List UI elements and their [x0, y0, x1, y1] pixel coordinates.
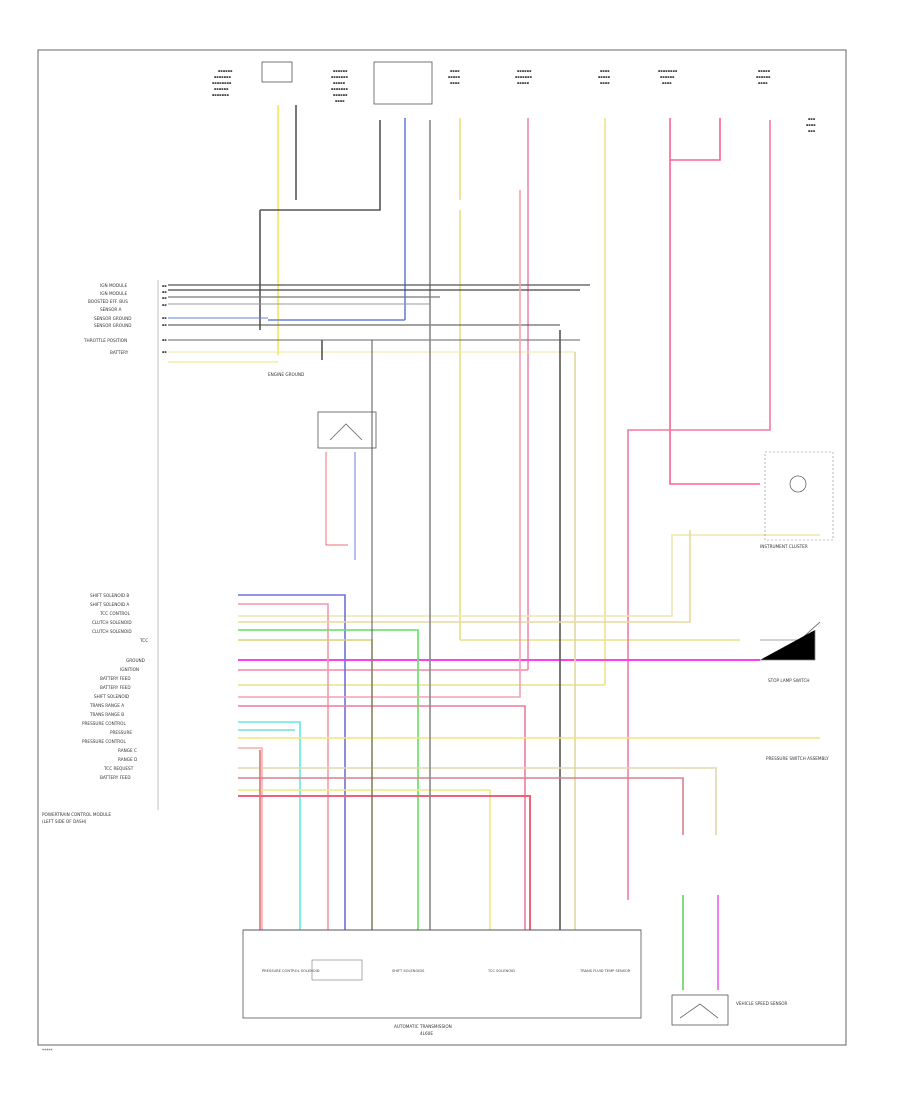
pin-label: SHIFT SOLENOID [94, 694, 129, 699]
top-labels: ▪▪▪▪▪▪▪▪▪▪▪▪▪▪▪▪▪▪▪▪▪▪▪▪▪▪▪▪▪▪▪▪▪▪ ▪▪▪▪▪… [212, 61, 816, 133]
shift-solenoid-label: SHIFT SOLENOIDS [392, 969, 425, 973]
engine-ground-caption: ENGINE GROUND [268, 372, 304, 377]
svg-text:▪▪▪: ▪▪▪ [808, 129, 816, 133]
pin-label: BATTERY FEED [100, 676, 131, 681]
wires [168, 105, 820, 990]
svg-text:▪▪▪▪▪▪: ▪▪▪▪▪▪ [756, 75, 771, 79]
svg-text:▪▪▪▪: ▪▪▪▪ [806, 123, 816, 127]
svg-text:▪▪▪▪▪: ▪▪▪▪▪ [448, 75, 461, 79]
vehicle-speed-sensor: VEHICLE SPEED SENSOR [671, 994, 788, 1026]
pin-label: IGNITION [120, 667, 139, 672]
svg-text:▪▪▪▪: ▪▪▪▪ [335, 99, 345, 103]
pin-label: CLUTCH SOLENOID [92, 620, 132, 625]
upper-pin-labels: IGN MODULE IGN MODULE BOOSTED EFF. BUS S… [83, 283, 132, 355]
pin-label: BOOSTED EFF. BUS [88, 299, 128, 304]
tft-sensor-label: TRANS FLUID TEMP SENSOR [579, 969, 631, 973]
svg-text:▪▪▪▪▪▪: ▪▪▪▪▪▪ [517, 69, 532, 73]
svg-text:▪▪▪▪: ▪▪▪▪ [450, 81, 460, 85]
svg-text:▪▪▪▪▪: ▪▪▪▪▪ [333, 81, 346, 85]
svg-text:▪▪▪▪▪▪▪▪: ▪▪▪▪▪▪▪▪ [212, 81, 232, 85]
svg-text:▪▪▪▪▪▪: ▪▪▪▪▪▪ [660, 75, 675, 79]
stop-lamp-switch: STOP LAMP SWITCH [760, 621, 821, 683]
pin-label: SHIFT SOLENOID B [90, 593, 129, 598]
svg-text:▪▪▪▪▪: ▪▪▪▪▪ [598, 75, 611, 79]
speed-sensor-caption: VEHICLE SPEED SENSOR [736, 1001, 788, 1006]
svg-text:▪▪: ▪▪ [162, 296, 167, 300]
diagram-border [37, 49, 847, 1046]
svg-text:▪▪▪▪: ▪▪▪▪ [662, 81, 672, 85]
pin-label: GROUND [126, 658, 145, 663]
throttle-sensor [317, 411, 377, 560]
stop-lamp-caption: STOP LAMP SWITCH [768, 678, 810, 683]
pin-label: PRESSURE [110, 730, 132, 735]
pin-label: SENSOR GROUND [94, 316, 132, 321]
pin-label: PRESSURE CONTROL [82, 721, 126, 726]
pin-label: PRESSURE CONTROL [82, 739, 126, 744]
pin-label: TRANS RANGE A [89, 703, 124, 708]
pin-label: RANGE D [118, 757, 137, 762]
pin-label: RANGE C [118, 748, 137, 753]
svg-text:▪▪▪▪▪▪▪: ▪▪▪▪▪▪▪ [214, 75, 232, 79]
transmission-sub: 4L60E [420, 1031, 433, 1036]
svg-text:▪▪: ▪▪ [162, 323, 167, 327]
cluster-caption: INSTRUMENT CLUSTER [760, 544, 808, 549]
svg-text:▪▪▪▪▪: ▪▪▪▪▪ [517, 81, 530, 85]
svg-text:▪▪: ▪▪ [162, 303, 167, 307]
svg-text:▪▪▪▪▪▪: ▪▪▪▪▪▪ [333, 69, 348, 73]
pin-label: BATTERY [110, 350, 129, 355]
svg-text:▪▪▪▪: ▪▪▪▪ [450, 69, 460, 73]
pin-label: TCC CONTROL [99, 611, 131, 616]
svg-text:▪▪: ▪▪ [162, 316, 167, 320]
tcc-solenoid-label: TCC SOLENOID [487, 969, 515, 973]
transmission-block: PRESSURE CONTROL SOLENOID SHIFT SOLENOID… [242, 929, 642, 1036]
figure-id: ***** [42, 1048, 52, 1053]
svg-text:▪▪▪▪▪: ▪▪▪▪▪ [758, 69, 771, 73]
pcm-pin-block: ▪▪ ▪▪ ▪▪ ▪▪ ▪▪ ▪▪ ▪▪ ▪▪ [157, 280, 167, 810]
pressure-solenoid-label: PRESSURE CONTROL SOLENOID [262, 969, 320, 973]
instrument-cluster: INSTRUMENT CLUSTER [760, 451, 834, 549]
pin-label: TRANS RANGE B [89, 712, 124, 717]
pin-label: IGN MODULE [100, 291, 127, 296]
svg-text:▪▪: ▪▪ [162, 350, 167, 354]
pin-label: BATTERY FEED [100, 775, 131, 780]
pin-label: BATTERY FEED [100, 685, 131, 690]
pcm-caption: POWERTRAIN CONTROL MODULE [42, 812, 111, 817]
connector-box [373, 61, 433, 105]
svg-text:▪▪▪▪: ▪▪▪▪ [758, 81, 768, 85]
pressure-switch-box [311, 959, 363, 981]
svg-text:▪▪▪▪▪▪▪: ▪▪▪▪▪▪▪ [331, 75, 349, 79]
svg-text:▪▪▪▪▪▪▪▪: ▪▪▪▪▪▪▪▪ [658, 69, 678, 73]
svg-text:▪▪: ▪▪ [162, 284, 167, 288]
pin-label: TCC [139, 638, 148, 643]
svg-text:▪▪▪▪: ▪▪▪▪ [600, 69, 610, 73]
pin-label: SENSOR A [100, 307, 122, 312]
svg-text:▪▪▪▪▪▪▪: ▪▪▪▪▪▪▪ [331, 87, 349, 91]
svg-text:▪▪▪▪▪▪: ▪▪▪▪▪▪ [333, 93, 348, 97]
fuse-box [261, 61, 293, 83]
pin-label: THROTTLE POSITION [83, 338, 127, 343]
svg-text:▪▪: ▪▪ [162, 290, 167, 294]
pressure-switch-caption: PRESSURE SWITCH ASSEMBLY [766, 756, 829, 761]
svg-text:▪▪▪: ▪▪▪ [808, 117, 816, 121]
svg-text:▪▪▪▪▪▪: ▪▪▪▪▪▪ [214, 87, 229, 91]
svg-text:▪▪▪▪▪▪: ▪▪▪▪▪▪ [218, 69, 233, 73]
pin-label: CLUTCH SOLENOID [92, 629, 132, 634]
pin-label: SHIFT SOLENOID A [90, 602, 129, 607]
svg-text:▪▪: ▪▪ [162, 338, 167, 342]
transmission-caption: AUTOMATIC TRANSMISSION [394, 1024, 452, 1029]
lower-pin-labels: SHIFT SOLENOID B SHIFT SOLENOID A TCC CO… [82, 593, 148, 780]
pin-label: IGN MODULE [100, 283, 127, 288]
svg-text:▪▪▪▪: ▪▪▪▪ [600, 81, 610, 85]
pin-label: SENSOR GROUND [94, 323, 132, 328]
pcm-caption-sub: (LEFT SIDE OF DASH) [42, 819, 87, 824]
svg-text:▪▪▪▪▪▪▪: ▪▪▪▪▪▪▪ [515, 75, 533, 79]
pin-label: TCC REQUEST [103, 766, 134, 771]
svg-text:▪▪▪▪▪▪▪: ▪▪▪▪▪▪▪ [212, 93, 230, 97]
